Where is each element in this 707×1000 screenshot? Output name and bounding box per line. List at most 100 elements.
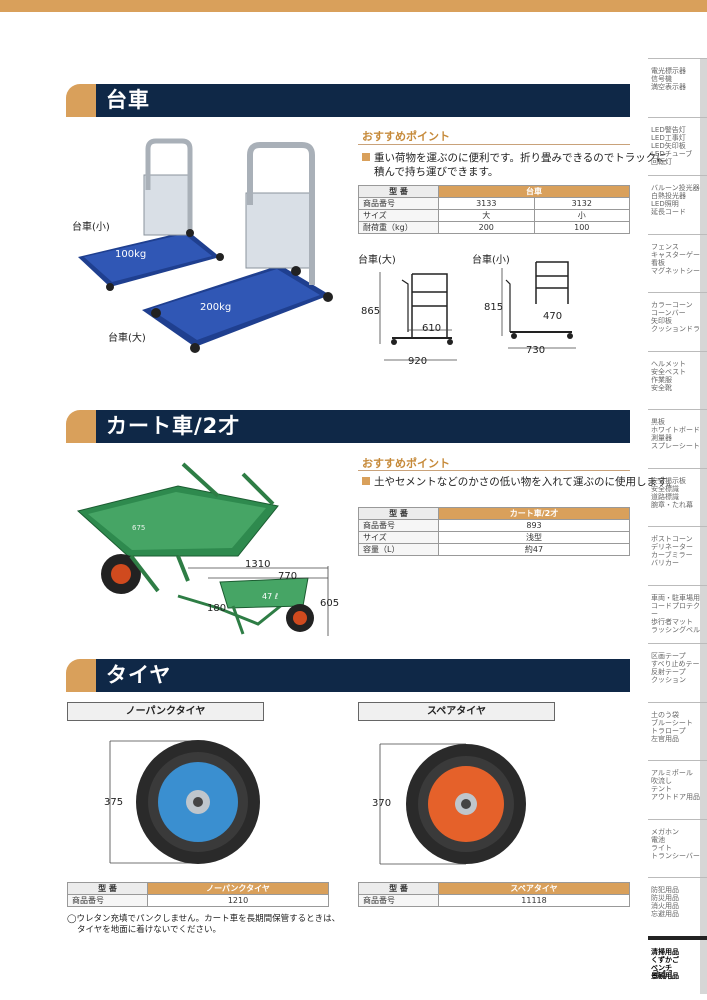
wheelbarrow-photo [76, 462, 329, 636]
sidebar-item[interactable]: 電光標示器信号機満空表示器 [648, 58, 707, 117]
sidebar-line: 信号機 [651, 75, 672, 83]
diagram-small-caption: 台車(小) [472, 255, 510, 266]
sidebar-line: カラーコーン [651, 301, 693, 309]
sidebar-edge [700, 527, 707, 585]
top-accent-bar [0, 0, 707, 12]
sidebar-line: LED工事灯 [651, 133, 686, 142]
spec-cell: 約47 [438, 543, 630, 556]
label-small-truck: 台車(小) [72, 222, 110, 233]
sidebar-line: 清掃用品 [651, 947, 679, 956]
spec-header-label: 型 番 [67, 882, 148, 895]
sidebar-item[interactable]: 土のう袋ブルーシートトラロープ左官用品 [648, 701, 707, 760]
tire-left-table: 型 番 ノーパンクタイヤ 商品番号 1210 [67, 882, 329, 907]
tire-right-photo [379, 743, 526, 865]
dim-cart-length: 1310 [245, 559, 271, 570]
recommend-line-1: 土やセメントなどのかさの低い物を入れて運ぶのに使用します。 [374, 476, 677, 488]
sidebar-line: 満空表示器 [651, 83, 686, 91]
spec-header-label: 型 番 [358, 882, 439, 895]
sidebar-edge [700, 468, 707, 526]
sidebar-line: コードプロテクター [651, 601, 707, 618]
sidebar-line: ポストコーン [651, 535, 693, 543]
hand-truck-photo [78, 138, 333, 353]
sidebar-item[interactable]: 黒板ホワイトボード測量器スプレーシート [648, 409, 707, 468]
tire-right-name: スペアタイヤ [358, 702, 555, 721]
sidebar-line: 左官用品 [651, 734, 679, 743]
spec-row-label: サイズ [358, 531, 439, 544]
spec-cell: 11118 [438, 894, 630, 907]
sidebar-line: 防災用品 [651, 894, 679, 902]
sidebar-item[interactable]: メガホン電池ライトトランシーバー [648, 818, 707, 877]
sidebar-line: アウトドア用品 [651, 793, 700, 801]
spec-header-value: スペアタイヤ [438, 882, 630, 895]
tire-note: ◯ウレタン充填でパンクしません。カート車を長期間保管するときは、 タイヤを地面に… [67, 914, 340, 936]
sidebar-line: トランシーバー [651, 851, 700, 860]
sidebar-line: テント [651, 785, 672, 793]
sidebar-line: 土のう袋 [651, 710, 679, 719]
sidebar-line: 景観用品 [651, 971, 679, 980]
sidebar-edge [700, 176, 707, 234]
spec-row-label: 商品番号 [358, 894, 439, 907]
spec-header-value: 台車 [438, 185, 630, 198]
sidebar-edge [700, 410, 707, 468]
sidebar-item[interactable]: アルミポール吹流しテントアウトドア用品 [648, 760, 707, 819]
tire-left-name: ノーパンクタイヤ [67, 702, 264, 721]
sidebar-line: マグネットシート [651, 266, 707, 275]
spec-cell: 3133 [438, 197, 535, 210]
sidebar-line: ライト [651, 843, 672, 852]
section-header-tire: タイヤ [66, 659, 630, 692]
section-header-cart: カート車/2才 [66, 410, 630, 443]
sidebar-line: コーンバー [651, 309, 686, 317]
section-title: 台車 [96, 84, 630, 117]
spec-row-label: 商品番号 [358, 519, 439, 532]
sidebar-line: 腕章・たれ幕 [651, 500, 693, 509]
spec-cell: 小 [533, 209, 630, 222]
sidebar-item[interactable]: 安全掲示板安全標識道路標識腕章・たれ幕 [648, 467, 707, 526]
spec-row-label: 耐荷重（kg） [358, 221, 439, 234]
section-title: カート車/2才 [96, 410, 630, 443]
sidebar-item[interactable]: 車両・駐車場用品コードプロテクター歩行者マットラッシングベルト [648, 584, 707, 643]
spec-row-label: 商品番号 [358, 197, 439, 210]
spec-cell: 100 [533, 221, 630, 234]
sidebar-edge [700, 234, 707, 292]
load-large-label: 200kg [200, 302, 232, 313]
bullet-square [362, 153, 370, 161]
sidebar-item[interactable]: フェンスキャスターゲート看板マグネットシート [648, 233, 707, 292]
spec-cell: 1210 [147, 894, 329, 907]
daisha-spec-table: 型 番 台車 商品番号 3133 3132 サイズ 大 小 耐荷重（kg） 20… [358, 185, 630, 234]
sidebar-item[interactable]: ポストコーンデリネーターカーブミラーバリカー [648, 526, 707, 585]
spec-cell: 浅型 [438, 531, 630, 544]
sidebar-line: 反射テープ [651, 668, 686, 676]
dim-height-small: 815 [484, 302, 504, 313]
sidebar-line: メガホン [651, 827, 679, 836]
sidebar-item[interactable]: ヘルメット安全ベスト作業服安全靴 [648, 350, 707, 409]
sidebar-line: 吹流し [651, 777, 672, 785]
sidebar-item[interactable]: 防犯用品防災用品消火用品忘避用品 [648, 877, 707, 936]
sidebar-line: 歩行者マット [651, 617, 693, 626]
wheelbarrow-diagram [177, 566, 329, 636]
spec-header-label: 型 番 [358, 507, 439, 520]
dim-height-large: 865 [361, 306, 381, 317]
dim-cart-capacity: 47 ℓ [262, 592, 279, 601]
sidebar-line: デリネーター [651, 543, 693, 551]
sidebar-line: アルミポール [651, 769, 693, 777]
dim-cart-height: 605 [320, 598, 340, 609]
sidebar-item-active[interactable]: 清掃用品くずかごベンチ景観用品 [648, 935, 707, 994]
load-small-label: 100kg [115, 249, 147, 260]
sidebar-item[interactable]: カラーコーンコーンバー矢印板クッションドラム [648, 292, 707, 351]
divider [358, 470, 630, 471]
sidebar-line: ラッシングベルト [651, 625, 707, 634]
bullet-square [362, 477, 370, 485]
sidebar-line: 電光標示器 [651, 67, 686, 75]
section-tab [66, 410, 96, 443]
dim-cart-leg: 180 [207, 603, 227, 614]
page-number: 341 [652, 968, 675, 982]
wheelbarrow-large [76, 462, 279, 594]
sidebar-line: 黒板 [651, 418, 665, 426]
diagram-small-drawing [501, 261, 576, 349]
sidebar-line: 回転灯 [651, 157, 672, 166]
sidebar-item[interactable]: 区画テープすべり止めテープ反射テープクッション [648, 643, 707, 702]
sidebar-edge [700, 702, 707, 760]
